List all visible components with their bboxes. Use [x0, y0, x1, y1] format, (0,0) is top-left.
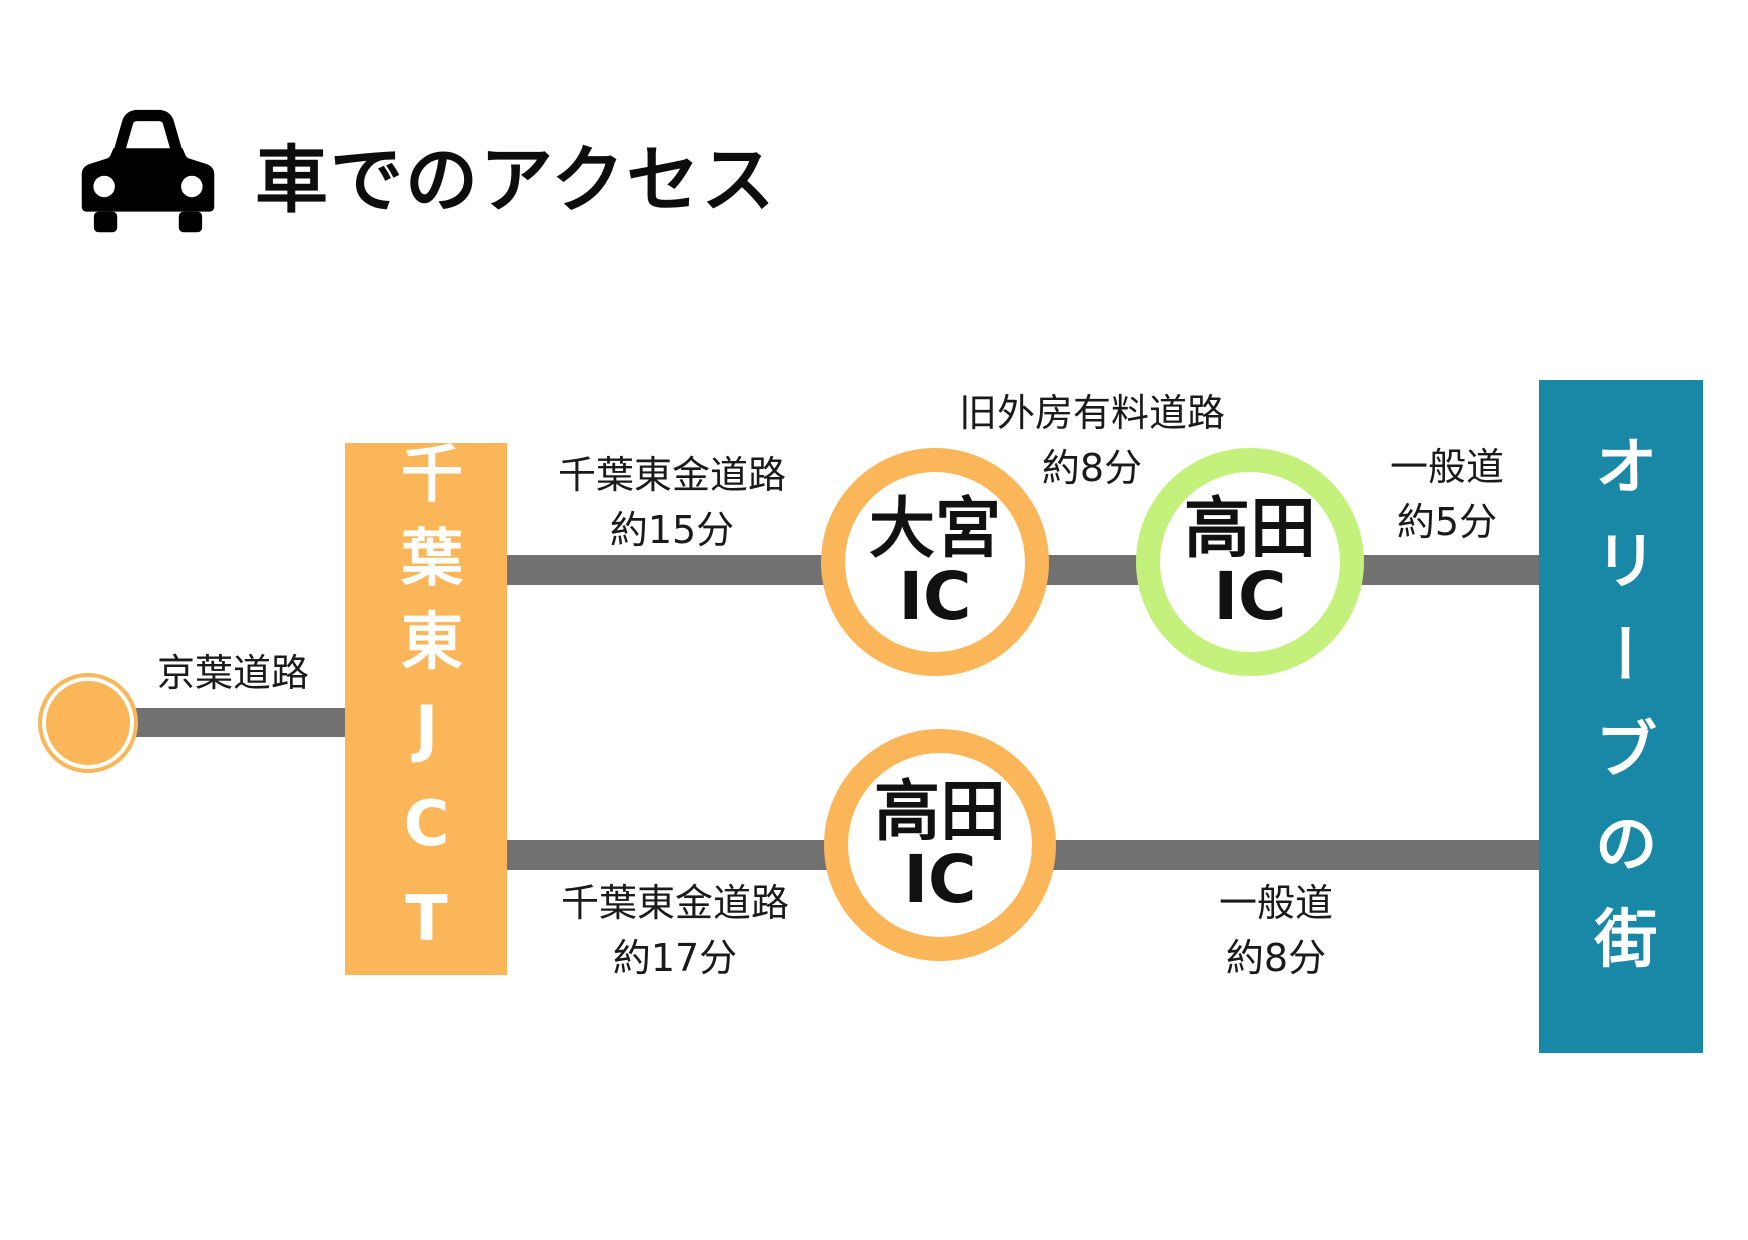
start-node	[38, 673, 138, 773]
start-node-ring	[42, 677, 134, 769]
junction-name: 千葉東JCT	[390, 441, 463, 977]
ic-suffix: IC	[898, 557, 972, 635]
travel-time: 約15分	[609, 508, 735, 552]
travel-time: 約8分	[1041, 446, 1143, 490]
ic-name: 高田	[1184, 490, 1316, 568]
page-title: 車でのアクセス	[255, 138, 777, 223]
road-name: 一般道	[1218, 881, 1333, 925]
ic-node-takada-upper: 高田 IC	[1136, 448, 1364, 676]
travel-time: 約17分	[612, 936, 738, 980]
road-name: 千葉東金道路	[560, 881, 789, 925]
road-label-kyusotobo: 旧外房有料道路 約8分	[892, 386, 1292, 496]
road-label-ippando-lower: 一般道 約8分	[1176, 876, 1376, 986]
car-icon	[81, 109, 215, 233]
road-label-chibatogane-upper: 千葉東金道路 約15分	[472, 448, 872, 558]
travel-time: 約5分	[1396, 500, 1498, 544]
junction-box-chibahigashi-jct: 千葉東JCT	[345, 441, 507, 977]
road-name: 旧外房有料道路	[958, 391, 1225, 435]
road-label-keiyo: 京葉道路	[108, 646, 358, 701]
ic-name: 大宮	[869, 490, 1001, 568]
road-label-ippando-upper: 一般道 約5分	[1347, 440, 1547, 550]
ic-suffix: IC	[1213, 557, 1287, 635]
ic-name: 高田	[874, 773, 1006, 851]
road-label-chibatogane-lower: 千葉東金道路 約17分	[475, 876, 875, 986]
ic-node-omiya: 大宮 IC	[821, 448, 1049, 676]
road-name: 一般道	[1389, 445, 1504, 489]
travel-time: 約8分	[1225, 936, 1327, 980]
road-name: 京葉道路	[156, 651, 309, 695]
ic-suffix: IC	[903, 840, 977, 918]
destination-name: オリーブの街	[1584, 433, 1658, 1000]
ic-node-takada-lower: 高田 IC	[824, 729, 1056, 961]
road-name: 千葉東金道路	[557, 453, 786, 497]
destination-box-olive-town: オリーブの街	[1539, 380, 1703, 1053]
